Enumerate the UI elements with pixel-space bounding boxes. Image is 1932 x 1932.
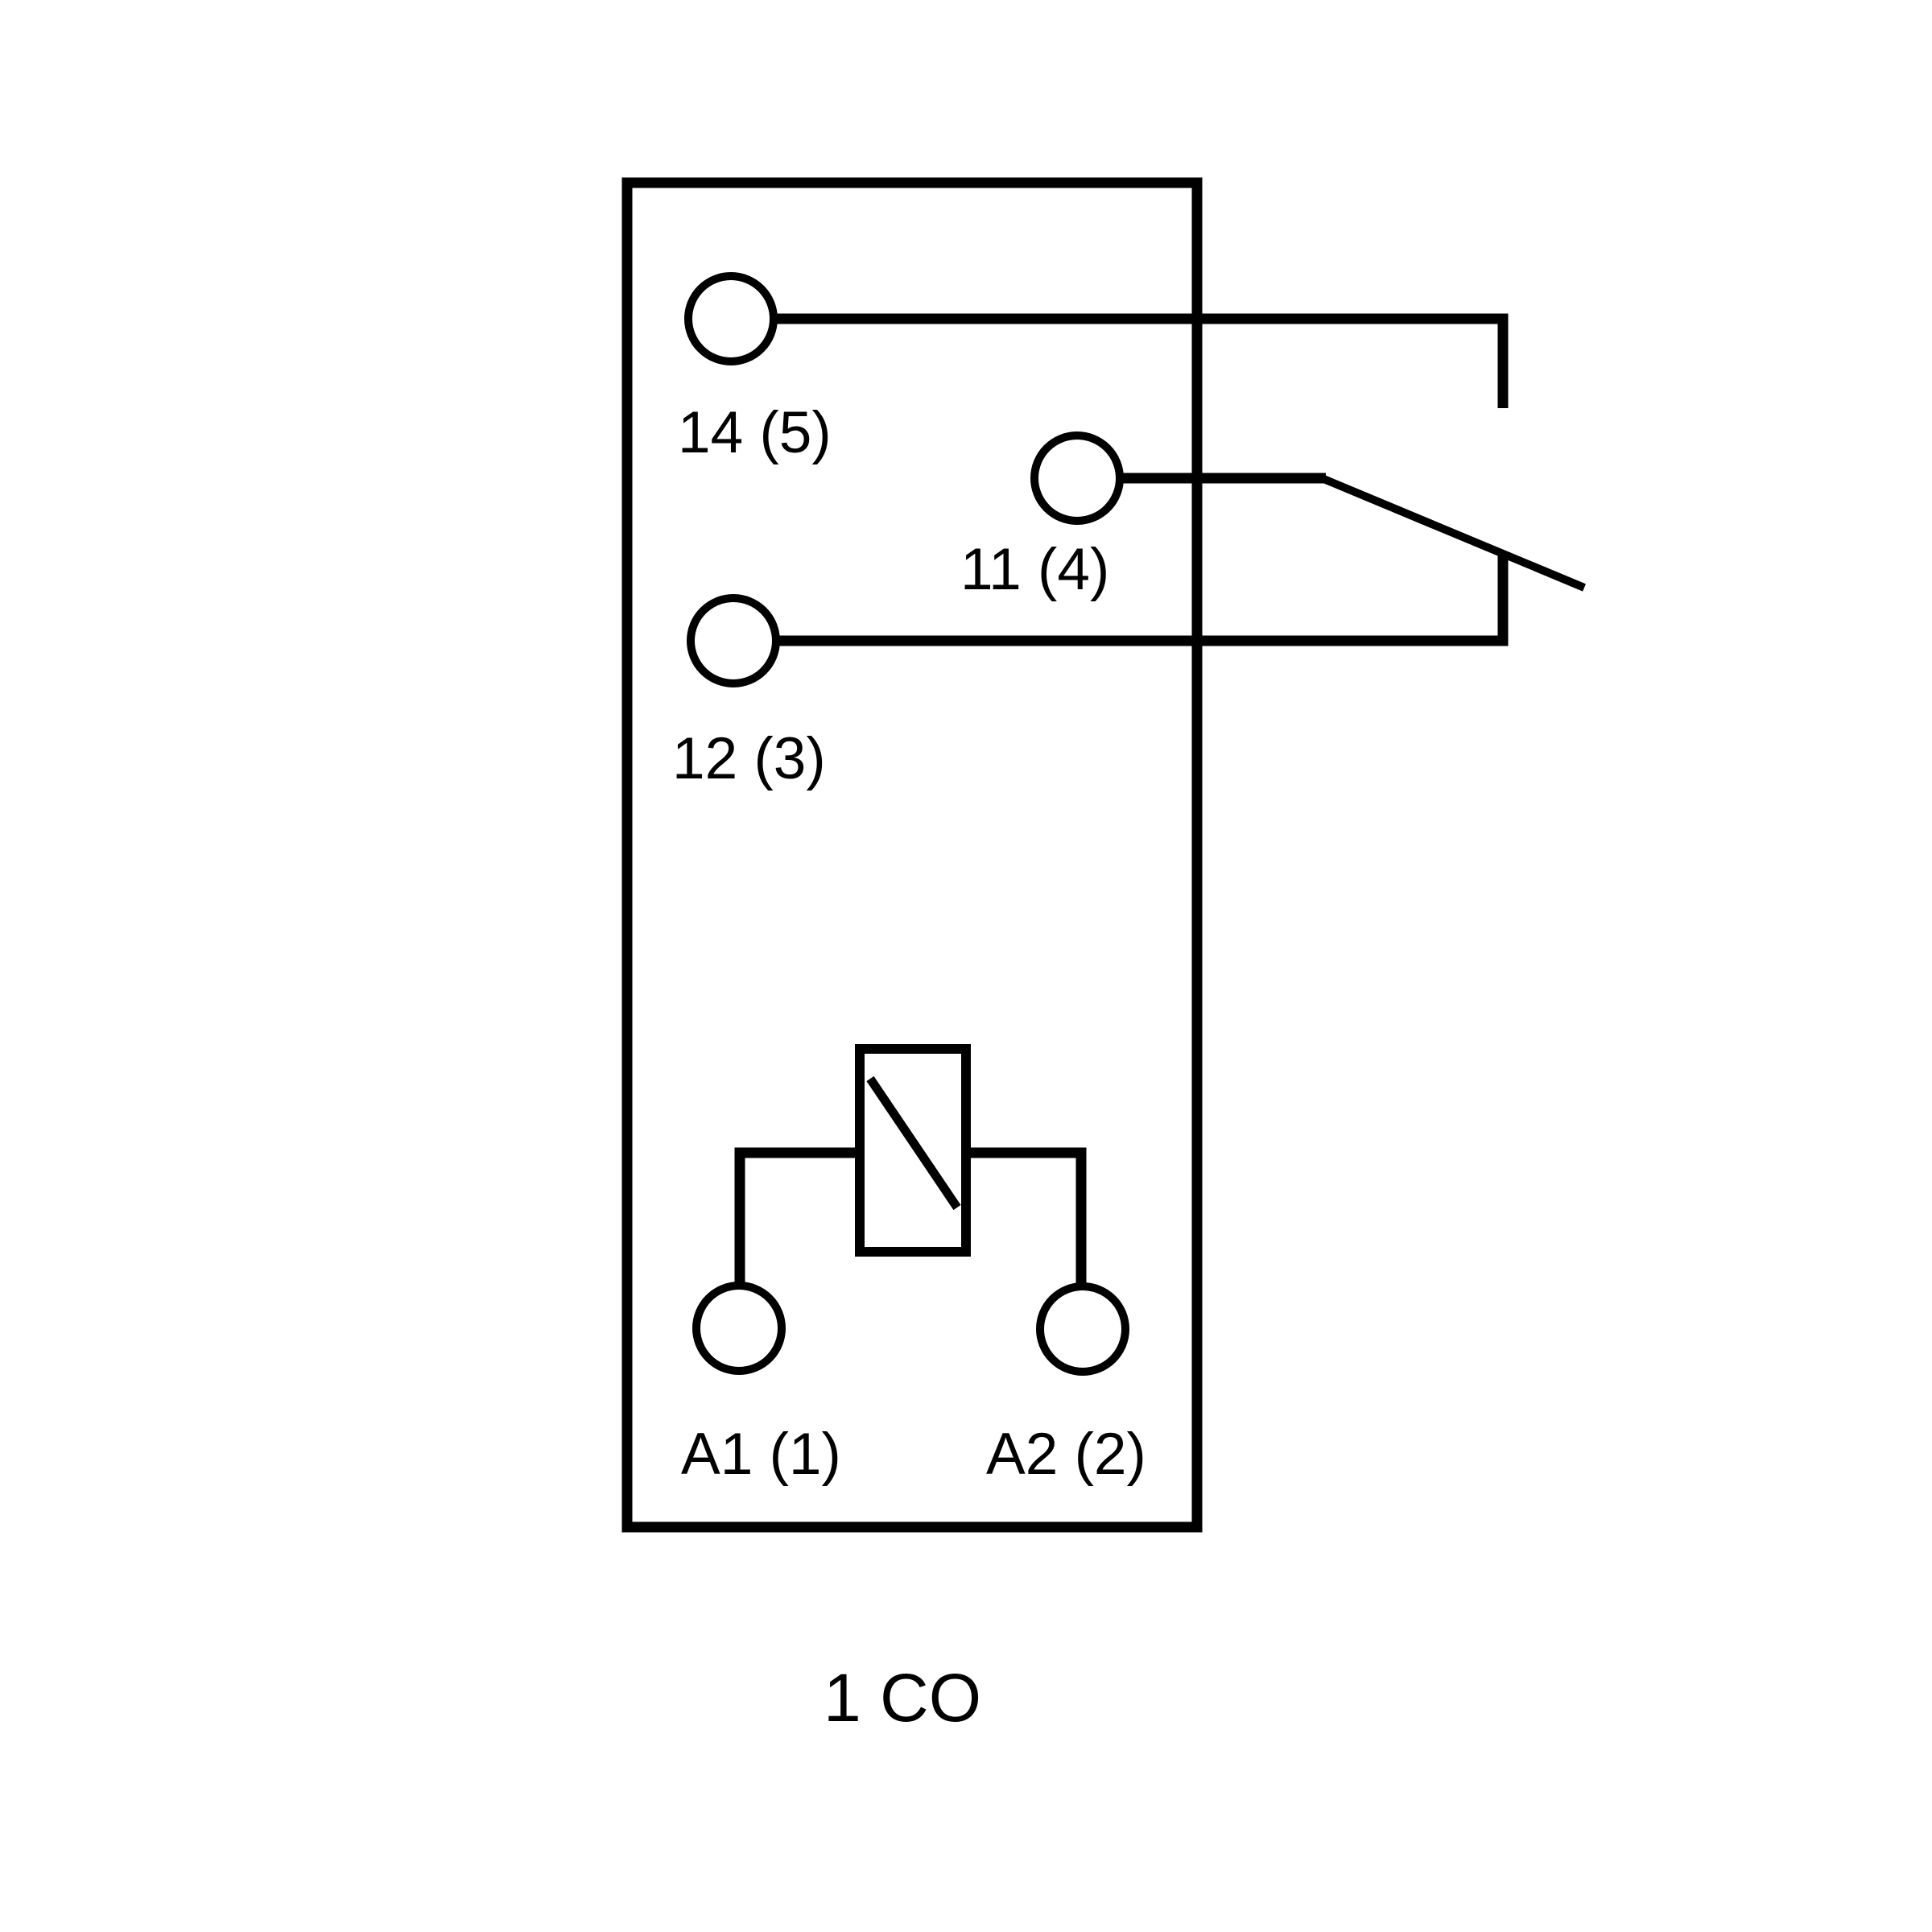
- coil-wire-a1: [734, 1147, 860, 1286]
- coil-diagonal: [866, 1075, 961, 1211]
- terminal-circle-12: [687, 594, 780, 687]
- terminal-label-11: 11 (4): [960, 537, 1109, 602]
- coil-wire-a2: [966, 1147, 1087, 1288]
- no-contact-wire: [774, 313, 1509, 408]
- terminal-circle-a1: [692, 1282, 786, 1375]
- diagram-caption: 1 CO: [824, 1660, 981, 1736]
- relay-body-outline: [621, 177, 1203, 1533]
- contact-blade: [1320, 474, 1586, 592]
- terminal-label-a1: A1 (1): [681, 1422, 841, 1487]
- terminal-label-12: 12 (3): [672, 726, 826, 791]
- terminal-circle-14: [684, 272, 778, 365]
- nc-contact-wire: [776, 555, 1509, 646]
- terminal-circle-a2: [1036, 1282, 1129, 1376]
- terminal-label-a2: A2 (2): [986, 1422, 1146, 1487]
- terminal-label-14: 14 (5): [678, 400, 832, 465]
- terminal-circle-11: [1030, 431, 1124, 525]
